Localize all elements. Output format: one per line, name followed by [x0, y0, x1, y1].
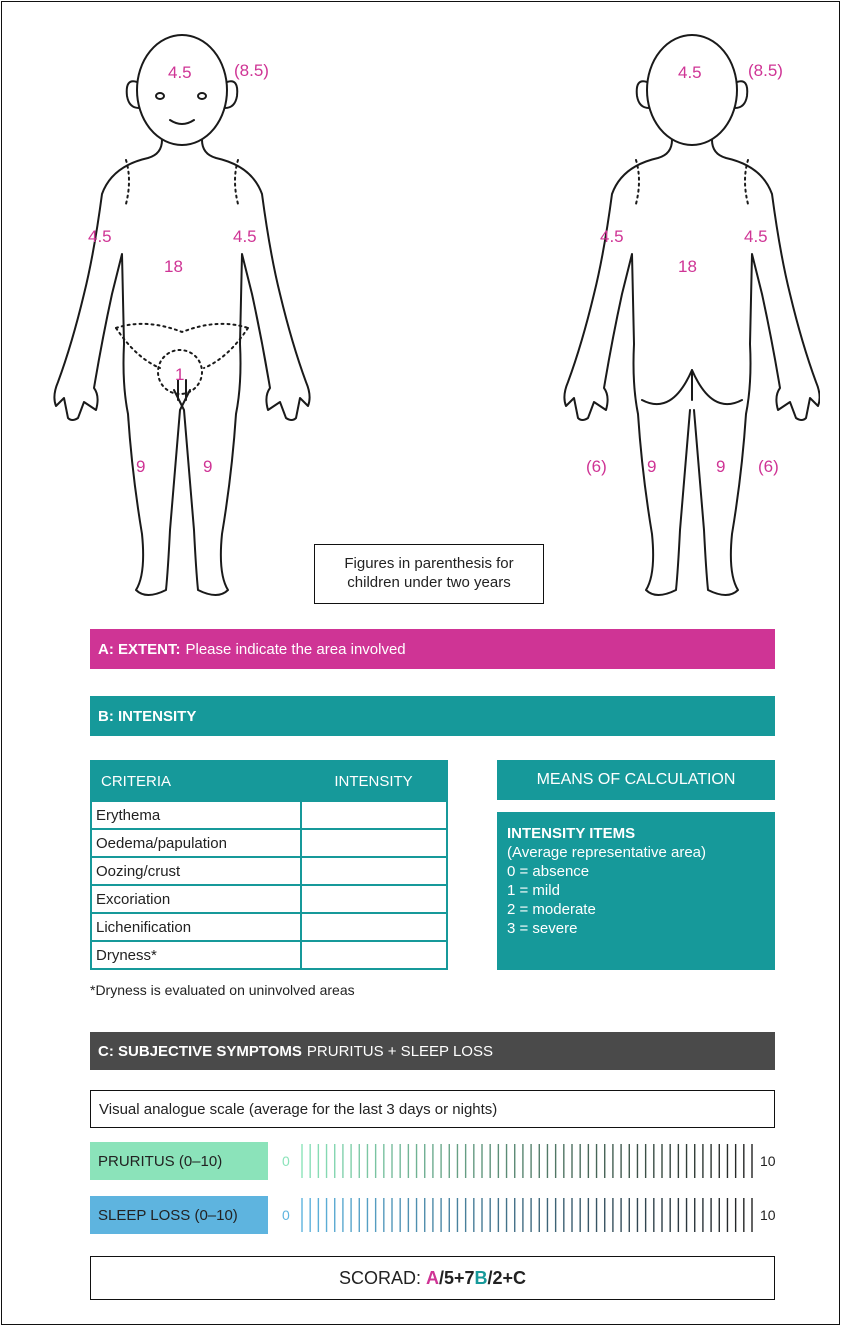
intensity-column-header: INTENSITY — [301, 761, 447, 801]
table-row: Erythema — [91, 801, 447, 829]
dryness-footnote: *Dryness is evaluated on uninvolved area… — [90, 982, 355, 998]
section-b-title: B: INTENSITY — [98, 708, 196, 725]
front-figure-outline — [54, 35, 309, 595]
intensity-input-cell[interactable] — [301, 913, 447, 941]
criteria-label: Erythema — [91, 801, 301, 829]
scorad-c: C — [513, 1268, 526, 1289]
section-a-header: A: EXTENT: Please indicate the area invo… — [90, 629, 775, 669]
intensity-item: (Average representative area) — [507, 843, 765, 862]
section-c-header: C: SUBJECTIVE SYMPTOMS PRURITUS + SLEEP … — [90, 1032, 775, 1070]
body-figures: 4.5 (8.5) 4.5 4.5 18 1 9 9 4.5 (8.5) 4.5… — [30, 20, 820, 620]
sleep-loss-max: 10 — [760, 1207, 776, 1223]
back-right-leg-child-value: (6) — [758, 457, 779, 476]
back-head-value: 4.5 — [678, 63, 702, 82]
back-head-child-value: (8.5) — [748, 61, 783, 80]
criteria-label: Lichenification — [91, 913, 301, 941]
table-row: Oozing/crust — [91, 857, 447, 885]
criteria-label: Excoriation — [91, 885, 301, 913]
pruritus-scale-ticks[interactable] — [300, 1142, 755, 1180]
section-a-prefix: A: EXTENT: — [98, 641, 181, 658]
means-of-calculation-header: MEANS OF CALCULATION — [497, 760, 775, 800]
front-face — [156, 93, 206, 124]
criteria-label: Dryness* — [91, 941, 301, 969]
sleep-loss-label: SLEEP LOSS (0–10) — [90, 1196, 268, 1234]
section-c-prefix: C: SUBJECTIVE SYMPTOMS — [98, 1043, 302, 1060]
front-right-leg-value: 9 — [203, 457, 212, 476]
section-b-header: B: INTENSITY — [90, 696, 775, 736]
back-dotted-zones — [636, 160, 748, 204]
criteria-column-header: CRITERIA — [91, 761, 301, 801]
section-a-text: Please indicate the area involved — [186, 641, 406, 658]
front-trunk-value: 18 — [164, 257, 183, 276]
back-trunk-value: 18 — [678, 257, 697, 276]
back-right-arm-value: 4.5 — [744, 227, 768, 246]
criteria-label: Oozing/crust — [91, 857, 301, 885]
sleep-loss-scale-ticks[interactable] — [300, 1196, 755, 1234]
table-row: Dryness* — [91, 941, 447, 969]
front-left-leg-value: 9 — [136, 457, 145, 476]
intensity-item: 3 = severe — [507, 919, 765, 938]
table-row: Lichenification — [91, 913, 447, 941]
intensity-item: 2 = moderate — [507, 900, 765, 919]
pruritus-min: 0 — [282, 1153, 290, 1169]
front-right-arm-value: 4.5 — [233, 227, 257, 246]
scorad-label: SCORAD: — [339, 1268, 421, 1289]
intensity-item: 0 = absence — [507, 862, 765, 881]
pruritus-label: PRURITUS (0–10) — [90, 1142, 268, 1180]
front-left-arm-value: 4.5 — [88, 227, 112, 246]
scorad-part-1: /5+7 — [439, 1268, 475, 1289]
criteria-table: CRITERIA INTENSITY Erythema Oedema/papul… — [90, 760, 448, 970]
parenthesis-note: Figures in parenthesis for children unde… — [314, 544, 544, 604]
front-genitals-value: 1 — [175, 365, 184, 384]
back-right-leg-value: 9 — [716, 457, 725, 476]
criteria-label: Oedema/papulation — [91, 829, 301, 857]
pruritus-max: 10 — [760, 1153, 776, 1169]
scorad-a: A — [426, 1268, 439, 1289]
back-left-leg-child-value: (6) — [586, 457, 607, 476]
back-left-arm-value: 4.5 — [600, 227, 624, 246]
intensity-item: 1 = mild — [507, 881, 765, 900]
intensity-items-title: INTENSITY ITEMS — [507, 824, 765, 843]
intensity-input-cell[interactable] — [301, 885, 447, 913]
note-line-2: children under two years — [315, 573, 543, 592]
table-row: Oedema/papulation — [91, 829, 447, 857]
intensity-input-cell[interactable] — [301, 857, 447, 885]
intensity-input-cell[interactable] — [301, 941, 447, 969]
sleep-loss-min: 0 — [282, 1207, 290, 1223]
front-head-child-value: (8.5) — [234, 61, 269, 80]
front-dotted-zones — [116, 160, 248, 394]
back-left-leg-value: 9 — [647, 457, 656, 476]
section-c-text: PRURITUS + SLEEP LOSS — [307, 1043, 493, 1060]
intensity-items-box: INTENSITY ITEMS (Average representative … — [497, 812, 775, 970]
note-line-1: Figures in parenthesis for — [315, 554, 543, 573]
table-row: Excoriation — [91, 885, 447, 913]
back-figure-outline — [564, 35, 819, 595]
intensity-input-cell[interactable] — [301, 801, 447, 829]
intensity-input-cell[interactable] — [301, 829, 447, 857]
visual-analogue-scale-title: Visual analogue scale (average for the l… — [90, 1090, 775, 1128]
scorad-b: B — [475, 1268, 488, 1289]
front-head-value: 4.5 — [168, 63, 192, 82]
scorad-part-2: /2+ — [488, 1268, 514, 1289]
